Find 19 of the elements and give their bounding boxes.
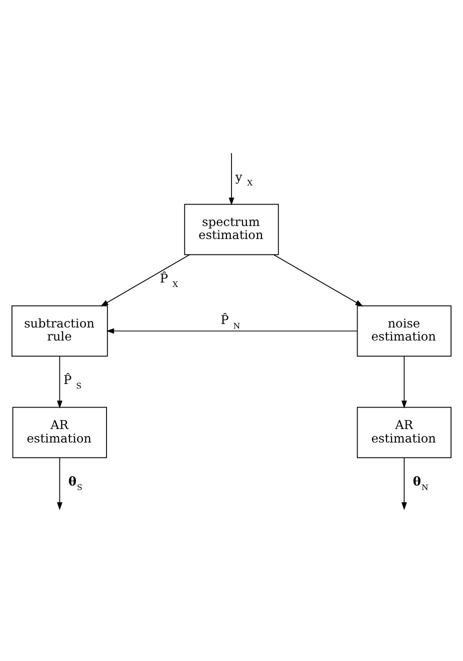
node-box: noise estimation <box>356 304 452 356</box>
edge-label: θ$_{N}$ <box>412 474 428 492</box>
edge-label: P̂$_{X}$ <box>160 271 178 289</box>
arrow <box>100 254 190 306</box>
edge-label: y$_{X}$ <box>235 170 253 188</box>
arrow <box>56 456 62 510</box>
node-box: subtraction rule <box>12 304 108 356</box>
arrow <box>273 254 364 306</box>
node-box: AR estimation <box>356 406 452 458</box>
edge-label: P̂$_{S}$ <box>64 372 82 390</box>
node-box: spectrum estimation <box>184 203 279 255</box>
node-box: AR estimation <box>12 406 107 458</box>
edge-label: θ$_{S}$ <box>68 474 82 492</box>
arrow <box>106 328 358 334</box>
arrow <box>401 355 407 408</box>
arrow <box>401 456 407 510</box>
edge-label: P̂$_{N}$ <box>220 312 240 330</box>
arrow <box>228 152 234 205</box>
arrow <box>56 355 62 408</box>
